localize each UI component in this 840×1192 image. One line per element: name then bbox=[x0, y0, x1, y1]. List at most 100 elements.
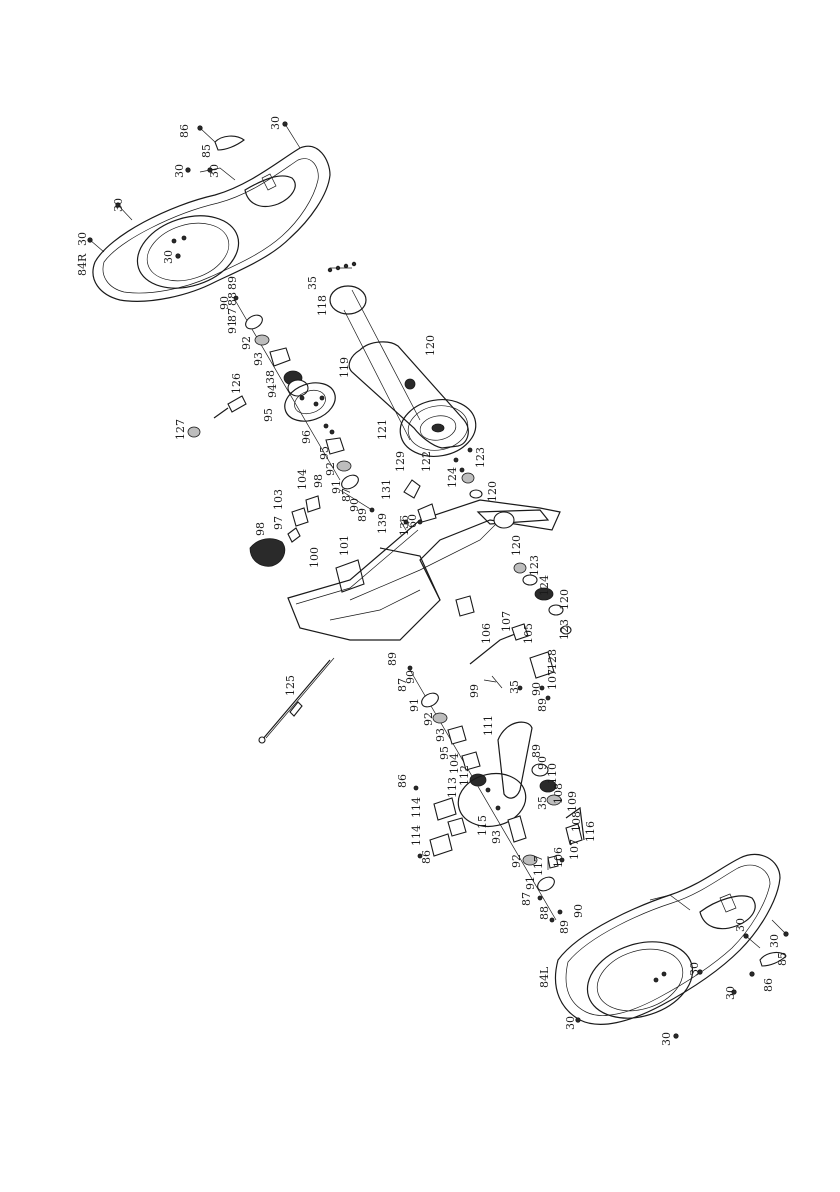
label-87: 87 bbox=[226, 308, 239, 322]
label-104: 104 bbox=[296, 469, 309, 490]
label-84L: 84L bbox=[538, 966, 551, 988]
label-107: 107 bbox=[500, 611, 513, 632]
label-120: 120 bbox=[510, 535, 523, 556]
label-84R: 84R bbox=[76, 253, 89, 276]
label-120: 120 bbox=[424, 335, 437, 356]
label-108: 108 bbox=[552, 783, 565, 804]
label-95: 95 bbox=[262, 408, 275, 422]
label-126: 126 bbox=[230, 373, 243, 394]
label-92: 92 bbox=[510, 854, 523, 868]
label-129: 129 bbox=[394, 451, 407, 472]
label-123: 123 bbox=[528, 555, 541, 576]
upper-side-cover bbox=[87, 121, 331, 302]
cable: 125 bbox=[258, 657, 335, 744]
lower-side-cover bbox=[554, 853, 789, 1039]
tension-arm: 106 107 105 128 107 90 89 35 99 bbox=[468, 611, 559, 712]
label-86: 86 bbox=[178, 124, 191, 138]
label-98: 98 bbox=[254, 522, 267, 536]
label-30: 30 bbox=[564, 1016, 577, 1030]
label-87: 87 bbox=[520, 892, 533, 906]
label-115: 115 bbox=[476, 815, 489, 836]
label-107: 107 bbox=[568, 839, 581, 860]
label-112: 112 bbox=[458, 765, 471, 786]
label-30: 30 bbox=[768, 934, 781, 948]
label-121: 121 bbox=[376, 419, 389, 440]
label-123: 123 bbox=[558, 619, 571, 640]
label-87: 87 bbox=[340, 488, 353, 502]
label-105: 105 bbox=[522, 623, 535, 644]
label-30: 30 bbox=[76, 232, 89, 246]
lower-crank-assembly bbox=[407, 665, 563, 923]
label-100: 100 bbox=[308, 547, 321, 568]
label-117: 117 bbox=[532, 855, 545, 876]
label-136: 136 bbox=[398, 515, 411, 536]
label-124: 124 bbox=[538, 575, 551, 596]
lower-cover-labels: 84L 30 30 30 30 30 30 86 85 bbox=[538, 918, 789, 1046]
label-30: 30 bbox=[112, 198, 125, 212]
label-89: 89 bbox=[226, 276, 239, 290]
main-frame: 129 131 139 136 60 120 123 124 120 123 bbox=[287, 451, 572, 641]
label-122: 122 bbox=[420, 451, 433, 472]
label-108: 108 bbox=[570, 811, 583, 832]
label-30: 30 bbox=[208, 164, 221, 178]
handle-parts: 126 127 bbox=[174, 373, 247, 440]
label-125: 125 bbox=[284, 675, 297, 696]
label-91: 91 bbox=[226, 320, 239, 334]
label-90: 90 bbox=[530, 682, 543, 696]
label-86: 86 bbox=[420, 850, 433, 864]
label-92: 92 bbox=[422, 712, 435, 726]
label-92: 92 bbox=[324, 462, 337, 476]
label-90: 90 bbox=[572, 904, 585, 918]
label-89: 89 bbox=[386, 652, 399, 666]
label-89: 89 bbox=[356, 508, 369, 522]
upper-crank-assembly bbox=[233, 295, 375, 513]
label-89: 89 bbox=[530, 744, 543, 758]
label-95: 95 bbox=[438, 746, 451, 760]
label-103: 103 bbox=[272, 489, 285, 510]
label-98: 98 bbox=[312, 474, 325, 488]
label-88: 88 bbox=[538, 906, 551, 920]
lower-right-parts: 89 90 110 108 109 35 108 116 107 106 117 bbox=[530, 744, 597, 876]
label-86: 86 bbox=[396, 774, 409, 788]
label-106: 106 bbox=[552, 847, 565, 868]
label-97: 97 bbox=[272, 516, 285, 530]
label-90: 90 bbox=[536, 756, 549, 770]
label-30: 30 bbox=[269, 116, 282, 130]
label-30: 30 bbox=[162, 250, 175, 264]
label-89: 89 bbox=[558, 920, 571, 934]
pedal-group: 98 97 103 104 98 100 101 bbox=[249, 469, 365, 593]
upper-crank-labels: 88 89 90 87 91 92 93 38 94 95 96 95 92 9… bbox=[218, 276, 369, 522]
label-30: 30 bbox=[173, 164, 186, 178]
label-123: 123 bbox=[474, 447, 487, 468]
label-96: 96 bbox=[300, 430, 313, 444]
label-92: 92 bbox=[240, 336, 253, 350]
label-88: 88 bbox=[226, 292, 239, 306]
label-93: 93 bbox=[434, 728, 447, 742]
lower-crank-labels: 89 87 90 91 92 93 95 104 112 111 115 113… bbox=[386, 652, 585, 934]
label-109: 109 bbox=[566, 791, 579, 812]
label-85: 85 bbox=[200, 144, 213, 158]
label-91: 91 bbox=[408, 698, 421, 712]
label-131: 131 bbox=[380, 479, 393, 500]
label-99: 99 bbox=[468, 684, 481, 698]
label-101: 101 bbox=[338, 535, 351, 556]
label-38: 38 bbox=[264, 370, 277, 384]
label-30: 30 bbox=[734, 918, 747, 932]
label-114: 114 bbox=[410, 797, 423, 818]
label-139: 139 bbox=[376, 513, 389, 534]
label-35: 35 bbox=[306, 276, 319, 290]
label-35: 35 bbox=[508, 680, 521, 694]
label-106: 106 bbox=[480, 623, 493, 644]
label-118: 118 bbox=[316, 295, 329, 316]
label-113: 113 bbox=[446, 777, 459, 798]
upper-cover-labels: 86 85 30 30 30 30 30 30 84R bbox=[76, 116, 282, 276]
label-114: 114 bbox=[410, 825, 423, 846]
label-120: 120 bbox=[558, 589, 571, 610]
label-89: 89 bbox=[536, 698, 549, 712]
label-85: 85 bbox=[776, 952, 789, 966]
label-93: 93 bbox=[252, 352, 265, 366]
label-128: 128 bbox=[546, 649, 559, 670]
label-120: 120 bbox=[486, 481, 499, 502]
label-35: 35 bbox=[536, 796, 549, 810]
